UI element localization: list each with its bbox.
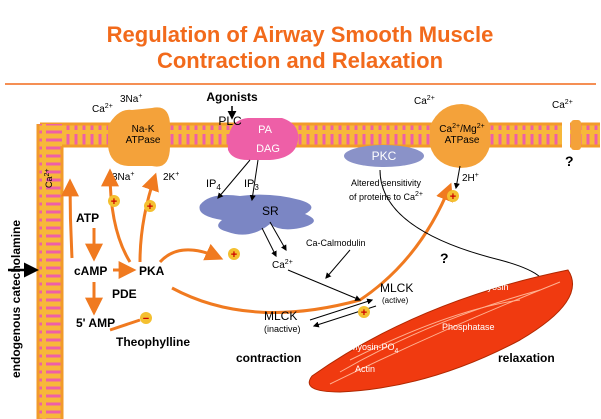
altered-line-1: Altered sensitivity <box>351 178 422 188</box>
plus-badge-4: + <box>447 190 459 203</box>
endogenous-label: endogenous catecholamine <box>9 220 23 378</box>
svg-text:+: + <box>147 201 153 213</box>
question-right: ? <box>565 153 574 169</box>
plus-badge-3: + <box>228 248 240 261</box>
ca-top-mid: Ca2+ <box>414 95 435 107</box>
amp5-label: 5' AMP <box>76 316 115 330</box>
plus-badge-2: + <box>144 200 156 213</box>
ca-top-right: Ca2+ <box>552 99 573 111</box>
svg-text:+: + <box>361 307 367 319</box>
membrane-gap <box>562 120 570 150</box>
ca-mg-label-2: ATPase <box>445 135 480 146</box>
na-k-label-2: ATPase <box>126 135 161 146</box>
pka-label: PKA <box>139 264 165 278</box>
h2-label: 2H+ <box>462 172 479 184</box>
myosin-label: Myosin <box>480 282 509 292</box>
na-k-label-1: Na-K <box>132 124 155 135</box>
mlck-active: MLCK <box>380 281 413 295</box>
question-middle: ? <box>440 250 449 266</box>
svg-text:−: − <box>143 313 149 325</box>
ip4-label: IP4 <box>206 178 221 192</box>
svg-text:+: + <box>450 191 456 203</box>
plc-label: PLC <box>218 114 242 128</box>
phosphatase-label: Phosphatase <box>442 322 495 332</box>
plc-protein <box>227 118 299 160</box>
atp-label: ATP <box>76 211 99 225</box>
na3-top: 3Na+ <box>120 93 142 105</box>
ip3-label: IP3 <box>244 178 259 192</box>
ca-top-left: Ca2+ <box>92 103 113 115</box>
svg-text:+: + <box>231 249 237 261</box>
right-channel <box>571 120 581 150</box>
title-line-2: Contraction and Relaxation <box>157 48 443 73</box>
altered-line-2: of proteins to Ca2+ <box>349 191 423 202</box>
muscle-fiber <box>308 269 573 393</box>
pkc-protein <box>344 145 424 167</box>
sr-label: SR <box>262 204 279 218</box>
myosin-po4-label: Myosin-PO4 <box>350 342 399 355</box>
plus-badge-5: + <box>358 306 370 319</box>
ca-calmodulin-label: Ca-Calmodulin <box>306 238 366 248</box>
actin-label: Actin <box>355 364 375 374</box>
mlck-inactive-sub: (inactive) <box>264 324 301 334</box>
title-line-1: Regulation of Airway Smooth Muscle <box>107 22 494 47</box>
na3-bottom: 3Na+ <box>112 171 134 183</box>
theophylline-label: Theophylline <box>116 335 190 349</box>
camp-label: cAMP <box>74 264 107 278</box>
ca-sr-label: Ca2+ <box>272 259 293 271</box>
pde-label: PDE <box>112 287 137 301</box>
muscle-striations <box>329 281 561 385</box>
k2-bottom: 2K+ <box>163 171 179 183</box>
dag-label: DAG <box>256 143 280 155</box>
relaxation-label: relaxation <box>498 351 555 365</box>
minus-badge: − <box>140 312 152 325</box>
pa-label: PA <box>258 124 273 136</box>
contraction-label: contraction <box>236 351 301 365</box>
ca-mg-atpase <box>430 104 490 168</box>
ca-mg-label-1: Ca2+/Mg2+ <box>439 123 484 135</box>
svg-text:+: + <box>111 196 117 208</box>
plus-badge-1: + <box>108 195 120 208</box>
left-membrane <box>38 124 62 419</box>
sarcoplasmic-reticulum <box>199 194 314 235</box>
agonists-label: Agonists <box>206 90 258 104</box>
ca-left-membrane: Ca2+ <box>44 169 54 189</box>
mlck-active-sub: (active) <box>382 296 409 305</box>
pkc-label: PKC <box>372 149 397 163</box>
mlck-inactive: MLCK <box>264 309 297 323</box>
na-k-atpase <box>108 107 170 167</box>
